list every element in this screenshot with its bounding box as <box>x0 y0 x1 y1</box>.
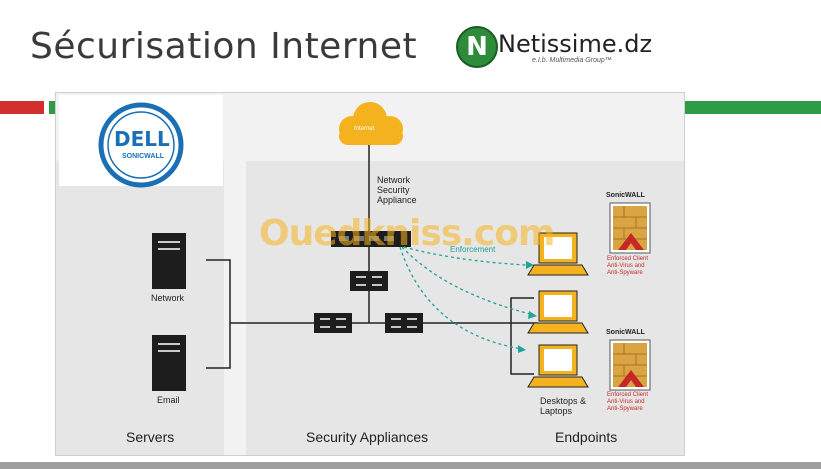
network-server-label: Network <box>151 293 185 303</box>
servers-column <box>56 161 224 455</box>
shield-text-top-1: Enforced Client <box>607 256 649 262</box>
email-server-label: Email <box>157 395 180 405</box>
shield-text-bottom-3: Anti-Spyware <box>607 406 643 412</box>
firewall-shield-icon <box>609 339 651 391</box>
switch-icon <box>385 313 423 333</box>
sonicwall-logo-text: SONICWALL <box>122 153 164 160</box>
section-label-servers: Servers <box>126 429 175 445</box>
dell-logo-text: DELL <box>114 127 170 151</box>
accent-bar-green-left <box>49 101 55 114</box>
accent-bar-green <box>684 101 821 114</box>
brand-name: Netissime.dz <box>498 30 653 58</box>
switch-icon <box>350 271 388 291</box>
shield-text-bottom-1: Enforced Client <box>607 392 649 398</box>
section-label-endpoints: Endpoints <box>555 429 618 445</box>
firewall-shield-icon <box>609 202 651 254</box>
appliance-label-line2: Security <box>377 185 410 195</box>
watermark: Ouedkniss.com <box>259 213 555 254</box>
laptop-icon <box>527 232 589 276</box>
section-label-security-appliances: Security Appliances <box>306 429 429 445</box>
endpoints-column <box>492 161 684 455</box>
sonicwall-brand-top: SonicWALL <box>606 192 645 199</box>
internet-label: Internet <box>354 126 375 132</box>
security-appliance-icon <box>331 231 411 247</box>
shield-text-top-2: Anti-Virus and <box>607 263 645 269</box>
arrowhead-icon <box>518 261 537 353</box>
enforcement-arrows <box>399 246 535 350</box>
laptop-icon <box>527 344 589 388</box>
shield-text-top-3: Anti-Spyware <box>607 270 643 276</box>
network-links <box>206 145 538 375</box>
accent-bar-red <box>0 101 44 114</box>
sonicwall-brand-bottom: SonicWALL <box>606 329 645 336</box>
switch-icon <box>314 313 352 333</box>
dell-logo-icon <box>98 102 184 188</box>
appliance-label-line1: Network <box>377 175 411 185</box>
brand-logo-icon: N <box>456 26 498 68</box>
network-diagram: DELL SONICWALL Ouedkniss.com Internet Ne… <box>55 92 685 456</box>
diagram-graphics <box>98 102 651 391</box>
page-title: Sécurisation Internet <box>30 26 418 67</box>
server-icon <box>152 233 186 289</box>
internet-cloud-icon <box>339 102 403 145</box>
desktops-label-line2: Laptops <box>540 406 573 416</box>
laptop-icon <box>527 290 589 334</box>
enforcement-label: Enforcement <box>450 245 496 254</box>
shield-text-bottom-2: Anti-Virus and <box>607 399 645 405</box>
brand-tagline: e.I.b. Multimedia Group™ <box>532 57 612 64</box>
brand-logo: N Netissime.dz e.I.b. Multimedia Group™ <box>456 26 656 74</box>
footer-divider <box>0 462 821 469</box>
server-icon <box>152 335 186 391</box>
desktops-label-line1: Desktops & <box>540 396 587 406</box>
appliance-label-line3: Appliance <box>377 195 417 205</box>
